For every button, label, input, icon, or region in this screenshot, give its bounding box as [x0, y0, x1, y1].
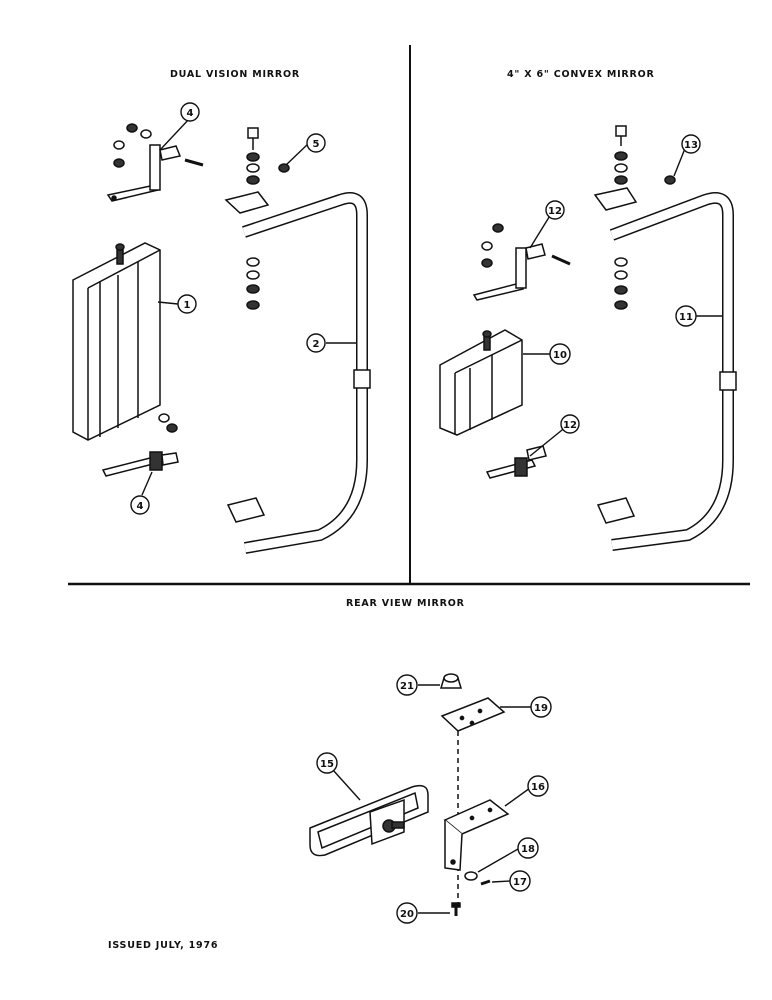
- callout-12b: 12: [560, 414, 580, 434]
- svg-text:4: 4: [137, 501, 144, 512]
- svg-text:19: 19: [534, 703, 548, 714]
- svg-text:12: 12: [563, 420, 577, 431]
- callout-10: 10: [549, 343, 571, 365]
- svg-text:16: 16: [531, 782, 545, 793]
- upper-bracket-4: [106, 144, 182, 202]
- callout-5: 5: [306, 133, 326, 153]
- callout-19: 19: [530, 696, 552, 718]
- callout-4b: 4: [130, 495, 150, 515]
- callout-18: 18: [517, 837, 539, 859]
- callout-2: 2: [306, 333, 326, 353]
- bolt-stack-dual: [246, 127, 260, 310]
- svg-text:13: 13: [684, 140, 698, 151]
- svg-text:4: 4: [187, 108, 194, 119]
- svg-text:10: 10: [553, 350, 567, 361]
- rear-mirror-bracket: [443, 799, 510, 871]
- rear-view-mirror-title: REAR VIEW MIRROR: [346, 598, 465, 609]
- svg-text:18: 18: [521, 844, 535, 855]
- callout-21: 21: [396, 674, 418, 696]
- mirror-arm-2: [242, 191, 371, 554]
- svg-text:15: 15: [320, 759, 334, 770]
- rear-view-mirror-body: [309, 784, 429, 857]
- svg-text:2: 2: [313, 339, 320, 350]
- callouts: 4 5 1 2 4 12 13 10 11 12 21 19 15 16 18 …: [130, 102, 722, 924]
- convex-mirror-group: [439, 125, 737, 551]
- callout-13: 13: [681, 134, 701, 154]
- svg-text:11: 11: [679, 312, 693, 323]
- svg-text:17: 17: [513, 877, 527, 888]
- callout-4a: 4: [180, 102, 200, 122]
- rear-view-mirror-group: [309, 673, 510, 916]
- dual-vision-mirror-head: [72, 242, 161, 441]
- callout-20: 20: [396, 902, 418, 924]
- callout-1: 1: [177, 294, 197, 314]
- svg-text:5: 5: [313, 139, 320, 150]
- convex-mirror-head: [439, 329, 523, 436]
- svg-text:20: 20: [400, 909, 414, 920]
- convex-mirror-title: 4" X 6" CONVEX MIRROR: [507, 69, 655, 80]
- dual-vision-mirror-title: DUAL VISION MIRROR: [170, 69, 301, 80]
- callout-11: 11: [675, 305, 697, 327]
- callout-12a: 12: [545, 200, 565, 220]
- dual-vision-mirror-group: [72, 123, 371, 554]
- callout-15: 15: [316, 752, 338, 774]
- svg-text:21: 21: [400, 681, 414, 692]
- svg-text:1: 1: [184, 300, 191, 311]
- callout-16: 16: [527, 775, 549, 797]
- top-nuts-left: [113, 123, 152, 168]
- issued-date: ISSUED JULY, 1976: [108, 940, 219, 951]
- mirror-arm-11: [609, 191, 737, 551]
- callout-17: 17: [509, 870, 531, 892]
- lower-bracket-4: [101, 451, 179, 477]
- svg-text:12: 12: [548, 206, 562, 217]
